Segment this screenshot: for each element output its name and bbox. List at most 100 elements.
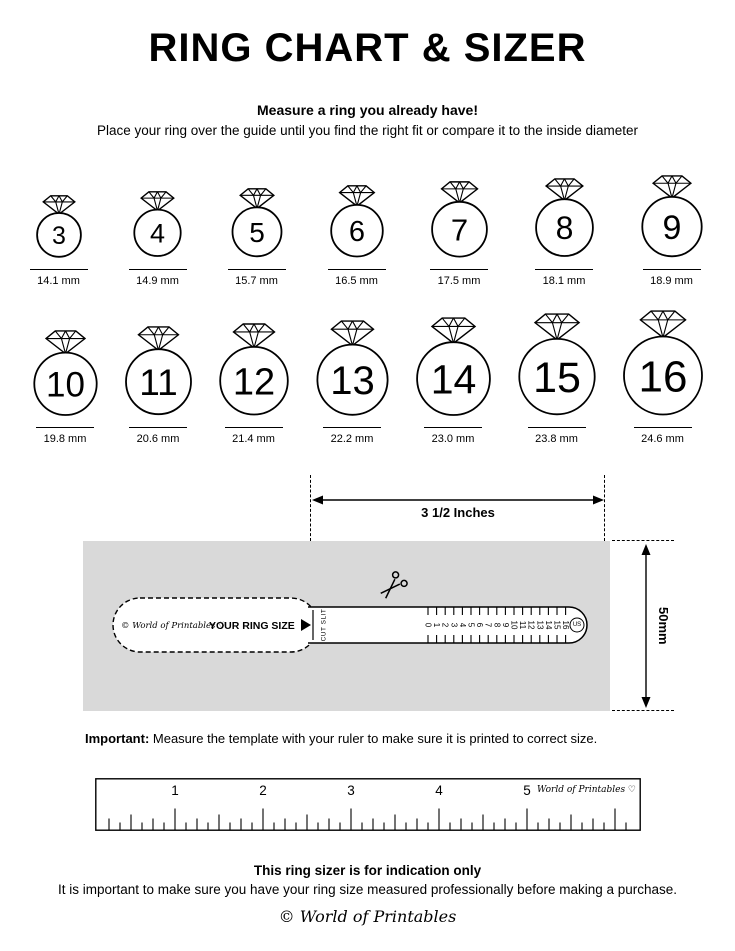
pointer-triangle-icon	[301, 619, 311, 631]
svg-text:1: 1	[432, 623, 441, 628]
svg-text:6: 6	[475, 623, 484, 628]
svg-text:10: 10	[510, 621, 519, 630]
ring-icon: 11	[124, 325, 192, 416]
ring-diameter-label: 24.6 mm	[641, 433, 684, 445]
ring-underline	[129, 427, 187, 428]
ring-underline	[527, 427, 586, 428]
height-guide-line-top	[612, 540, 674, 541]
ring-icon: 9	[640, 174, 703, 258]
svg-text:13: 13	[535, 621, 544, 630]
svg-text:5: 5	[523, 783, 531, 798]
svg-text:2: 2	[441, 623, 450, 628]
svg-text:5: 5	[249, 217, 265, 248]
sizer-section: 3 1/2 Inches CUT SLIT © World of Printab…	[0, 467, 735, 719]
height-dimension-label: 50mm	[656, 607, 671, 645]
cut-slit-label: CUT SLIT	[321, 609, 328, 642]
ring-size-7: 7 17.5 mm	[428, 180, 491, 287]
svg-text:3: 3	[449, 623, 458, 628]
important-note: Important: Measure the template with you…	[85, 731, 735, 746]
width-dimension-label: 3 1/2 Inches	[421, 505, 495, 520]
svg-text:4: 4	[150, 219, 165, 249]
ring-size-10: 10 19.8 mm	[30, 329, 101, 445]
svg-text:14: 14	[544, 621, 553, 630]
ring-diameter-label: 17.5 mm	[437, 275, 481, 287]
ring-icon: 12	[218, 322, 289, 416]
footer-disclaimer-title: This ring sizer is for indication only	[253, 863, 482, 878]
svg-text:15: 15	[533, 354, 581, 402]
svg-text:14: 14	[430, 356, 476, 402]
ring-row: 10 19.8 mm 11 20.6 mm 12 21.4 mm 13 22.2…	[30, 309, 706, 445]
ring-diameter-label: 16.5 mm	[335, 275, 378, 287]
ring-icon: 3	[35, 194, 82, 258]
ring-underline	[227, 269, 286, 270]
ring-underline	[128, 269, 187, 270]
width-dimension-arrow	[312, 495, 604, 505]
ring-underline	[36, 427, 94, 428]
ring-icon: 7	[430, 180, 488, 258]
ring-diameter-label: 23.0 mm	[431, 433, 475, 445]
important-text: Measure the template with your ruler to …	[149, 731, 598, 746]
svg-text:0: 0	[424, 623, 433, 628]
svg-text:6: 6	[348, 216, 364, 248]
svg-text:10: 10	[46, 365, 85, 404]
svg-text:7: 7	[450, 212, 467, 247]
scissors-icon	[380, 571, 408, 599]
svg-text:3: 3	[347, 783, 355, 798]
ring-underline	[29, 269, 88, 270]
svg-text:8: 8	[492, 623, 501, 628]
svg-text:16: 16	[638, 352, 687, 401]
ring-underline	[430, 269, 488, 270]
ring-underline	[424, 427, 482, 428]
ring-size-16: 16 24.6 mm	[620, 309, 706, 445]
svg-text:3: 3	[52, 222, 66, 250]
svg-text:World of Printables ♡: World of Printables ♡	[537, 785, 636, 795]
ring-size-13: 13 22.2 mm	[313, 319, 392, 445]
svg-text:16: 16	[561, 621, 570, 630]
ring-size-8: 8 18.1 mm	[532, 177, 597, 287]
ring-sizer-template: CUT SLIT © World of Printables ♡ YOUR RI…	[112, 571, 588, 653]
svg-text:2: 2	[259, 783, 267, 798]
svg-text:8: 8	[555, 210, 573, 246]
svg-text:9: 9	[501, 623, 510, 628]
ring-diameter-label: 22.2 mm	[330, 433, 374, 445]
ring-underline	[535, 269, 593, 270]
ring-underline	[633, 427, 692, 428]
ring-size-4: 4 14.9 mm	[128, 190, 187, 287]
sizer-strap-outline	[308, 606, 588, 644]
svg-text:5: 5	[467, 623, 476, 628]
ring-size-3: 3 14.1 mm	[29, 194, 88, 287]
ring-icon: 8	[534, 177, 594, 257]
ring-diameter-label: 15.7 mm	[235, 275, 278, 287]
us-badge-circle	[569, 617, 585, 633]
svg-text:15: 15	[553, 621, 562, 630]
width-guide-line-left	[310, 475, 311, 541]
ring-size-11: 11 20.6 mm	[122, 325, 195, 445]
svg-text:11: 11	[139, 362, 177, 403]
width-guide-line-right	[604, 475, 605, 541]
ring-diameter-label: 21.4 mm	[232, 433, 275, 445]
svg-text:9: 9	[662, 209, 681, 247]
svg-text:4: 4	[435, 783, 443, 798]
ring-icon: 14	[415, 316, 491, 416]
us-label: US	[573, 622, 581, 628]
ring-chart: 3 14.1 mm 4 14.9 mm 5 15.7 mm 6 16.5 mm …	[29, 174, 706, 445]
ring-underline	[327, 269, 386, 270]
ring-size-12: 12 21.4 mm	[216, 322, 292, 445]
sizer-brand-text: © World of Printables ♡	[121, 621, 226, 631]
ring-icon: 6	[329, 184, 384, 258]
ring-diameter-label: 18.1 mm	[542, 275, 586, 287]
ring-icon: 10	[32, 329, 98, 416]
ring-diameter-label: 18.9 mm	[650, 275, 693, 287]
ring-size-5: 5 15.7 mm	[227, 187, 286, 287]
ring-icon: 4	[133, 190, 182, 257]
ring-size-9: 9 18.9 mm	[638, 174, 706, 287]
ring-size-14: 14 23.0 mm	[413, 316, 494, 445]
footer-disclaimer-text: It is important to make sure you have yo…	[57, 882, 678, 897]
height-guide-line-bottom	[612, 710, 674, 711]
svg-text:13: 13	[330, 359, 375, 403]
ring-underline	[224, 427, 283, 428]
svg-text:12: 12	[232, 361, 274, 403]
instruction-text: Place your ring over the guide until you…	[96, 123, 639, 138]
